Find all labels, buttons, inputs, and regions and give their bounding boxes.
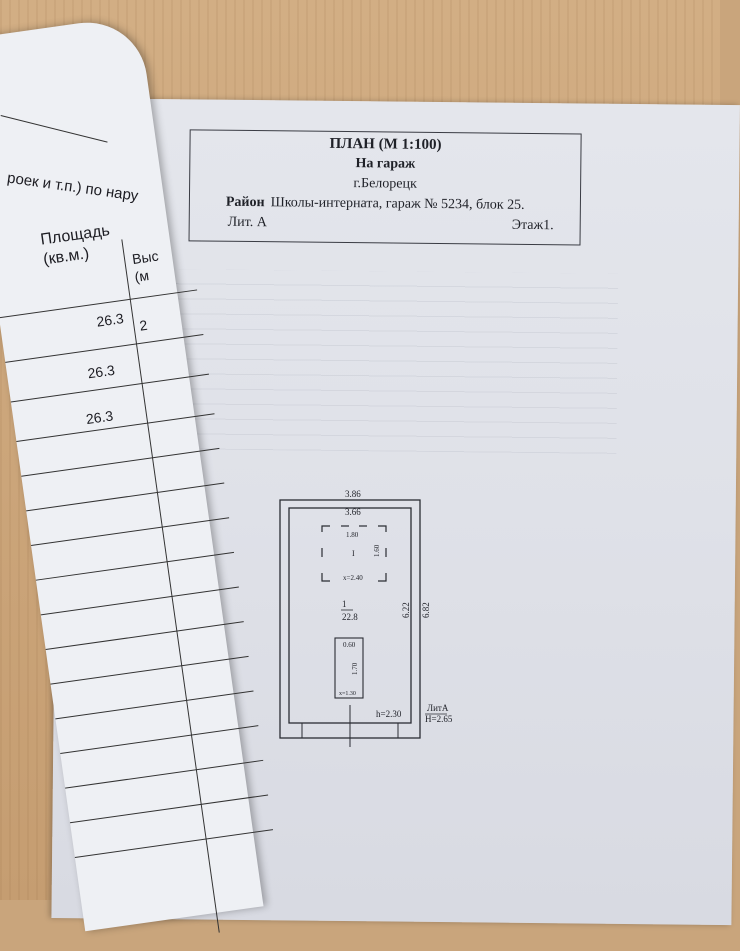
- outer-height: H=2.65: [425, 714, 453, 724]
- lit-label: ЛитА: [427, 703, 449, 713]
- district: Район Школы-интерната, гараж № 5234, блок…: [226, 195, 525, 214]
- room-area: 22.8: [342, 612, 358, 622]
- title-block: ПЛАН (М 1:100) На гараж г.Белорецк Район…: [188, 129, 582, 246]
- table-row: [21, 447, 220, 477]
- table-row: [30, 517, 230, 547]
- table-row: [5, 334, 204, 363]
- pit-corner-tr: [378, 525, 387, 532]
- inner-width: 3.66: [345, 507, 361, 517]
- table-row: [40, 586, 239, 616]
- city: г.Белорецк: [353, 176, 417, 192]
- district-label: Район: [225, 194, 265, 211]
- small-room: [334, 637, 364, 699]
- pit-corner-tl: [321, 525, 330, 532]
- small-x: x=1.30: [339, 691, 356, 697]
- lit: Лит. А: [227, 214, 267, 231]
- table-row: [16, 413, 215, 443]
- outer-length: 6.82: [421, 602, 431, 618]
- floor: Этаж1.: [511, 217, 554, 234]
- table-row: [60, 725, 259, 754]
- height-value-fragment: 2: [138, 316, 149, 334]
- column-height-header: Выс (м: [131, 247, 162, 286]
- form-header: роек и т.п.) по нару: [6, 169, 140, 205]
- bleed-through-text: [156, 269, 619, 454]
- table-row: [26, 482, 225, 512]
- room-number: 1: [342, 599, 347, 609]
- table-row: [65, 759, 264, 789]
- form-diagonal-rule: [0, 115, 108, 143]
- small-width: 0.60: [343, 641, 356, 649]
- table-row: [35, 551, 235, 581]
- outer-width: 3.86: [345, 489, 361, 499]
- area-value-1: 26.3: [95, 310, 125, 330]
- table-row: [69, 794, 269, 824]
- column-height-line1: Выс: [131, 247, 160, 268]
- inner-length: 6.22: [401, 602, 411, 618]
- pit-corner-bl: [321, 573, 330, 582]
- pit-corner-br: [378, 573, 387, 582]
- table-row: [55, 690, 254, 720]
- inner-height: h=2.30: [376, 709, 402, 719]
- plan-subtitle: На гараж: [355, 156, 416, 172]
- district-value: Школы-интерната, гараж № 5234, блок 25.: [270, 195, 525, 213]
- small-length: 1.70: [351, 662, 359, 675]
- area-value-3: 26.3: [84, 407, 115, 428]
- pit-roman: I: [352, 549, 355, 558]
- column-height-line2: (м: [133, 267, 150, 285]
- table-row: [45, 621, 244, 651]
- inspection-pit: [321, 525, 387, 582]
- table-row: [50, 655, 249, 685]
- area-value-2: 26.3: [86, 361, 116, 382]
- plan-title: ПЛАН (М 1:100): [329, 135, 442, 153]
- table-row: [74, 829, 274, 858]
- pit-x: x=2.40: [343, 574, 363, 582]
- pit-length: 1.60: [373, 544, 381, 557]
- column-area-header: Площадь (кв.м.): [39, 221, 114, 270]
- floor-plan: 3.86 3.66 1.80 I 1.60 x=2.40 1 22.8 6.22…: [279, 489, 453, 747]
- pit-width: 1.80: [346, 531, 359, 539]
